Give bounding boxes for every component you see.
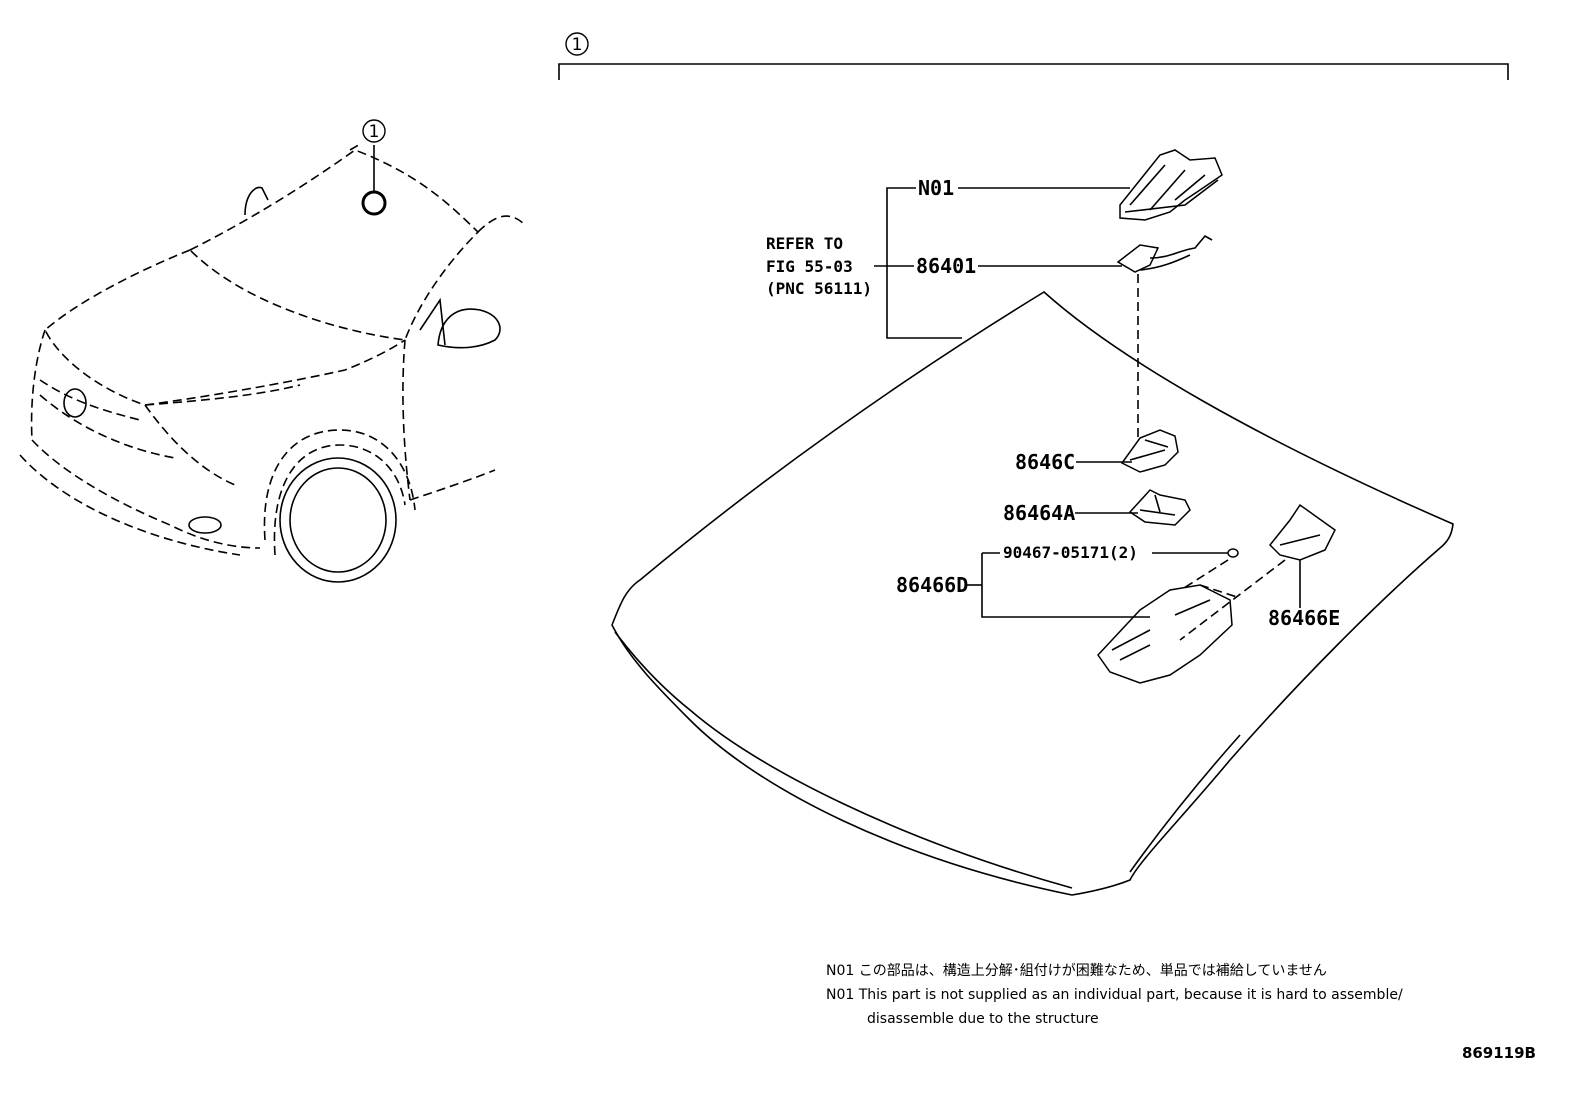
label-86466e: 86466E xyxy=(1268,606,1340,630)
note-english-line-1: N01 This part is not supplied as an indi… xyxy=(826,987,1403,1003)
part-8646c xyxy=(1120,429,1179,473)
label-86466d: 86466D xyxy=(896,573,968,597)
callout-circle-assembly xyxy=(565,32,589,56)
part-86466e xyxy=(1268,503,1336,561)
label-90467-05171: 90467-05171(2) xyxy=(1003,543,1138,562)
label-n01: N01 xyxy=(918,176,954,200)
refer-line-1: REFER TO xyxy=(766,234,843,253)
leader-lines xyxy=(874,187,1301,618)
part-n01 xyxy=(1119,149,1223,221)
callout-number-assembly: 1 xyxy=(572,35,583,55)
target-marker-icon xyxy=(361,190,387,216)
part-90467-screw xyxy=(1227,548,1239,558)
label-86464a: 86464A xyxy=(1003,501,1075,525)
part-86466d xyxy=(1097,584,1241,684)
part-86464a xyxy=(1128,489,1191,526)
vehicle-overview: 1 xyxy=(19,119,526,583)
refer-line-2: FIG 55-03 xyxy=(766,257,853,276)
part-86401 xyxy=(1116,234,1213,273)
label-8646c: 8646C xyxy=(1015,450,1075,474)
callout-circle-overview xyxy=(362,119,386,143)
label-86401: 86401 xyxy=(916,254,976,278)
illustration-number: 869119B xyxy=(1462,1044,1536,1062)
cover-connector-line xyxy=(1179,559,1286,641)
assembly-bracket-line xyxy=(558,63,1509,80)
assembly-bracket: 1 xyxy=(558,32,1509,80)
windshield-glass xyxy=(611,291,1454,896)
refer-line-3: (PNC 56111) xyxy=(766,279,872,298)
note-english-line-2: disassemble due to the structure xyxy=(867,1011,1099,1027)
callout-number-overview: 1 xyxy=(369,122,380,142)
note-japanese: N01 この部品は、構造上分解･組付けが困難なため、単品では補給していません xyxy=(826,963,1327,979)
